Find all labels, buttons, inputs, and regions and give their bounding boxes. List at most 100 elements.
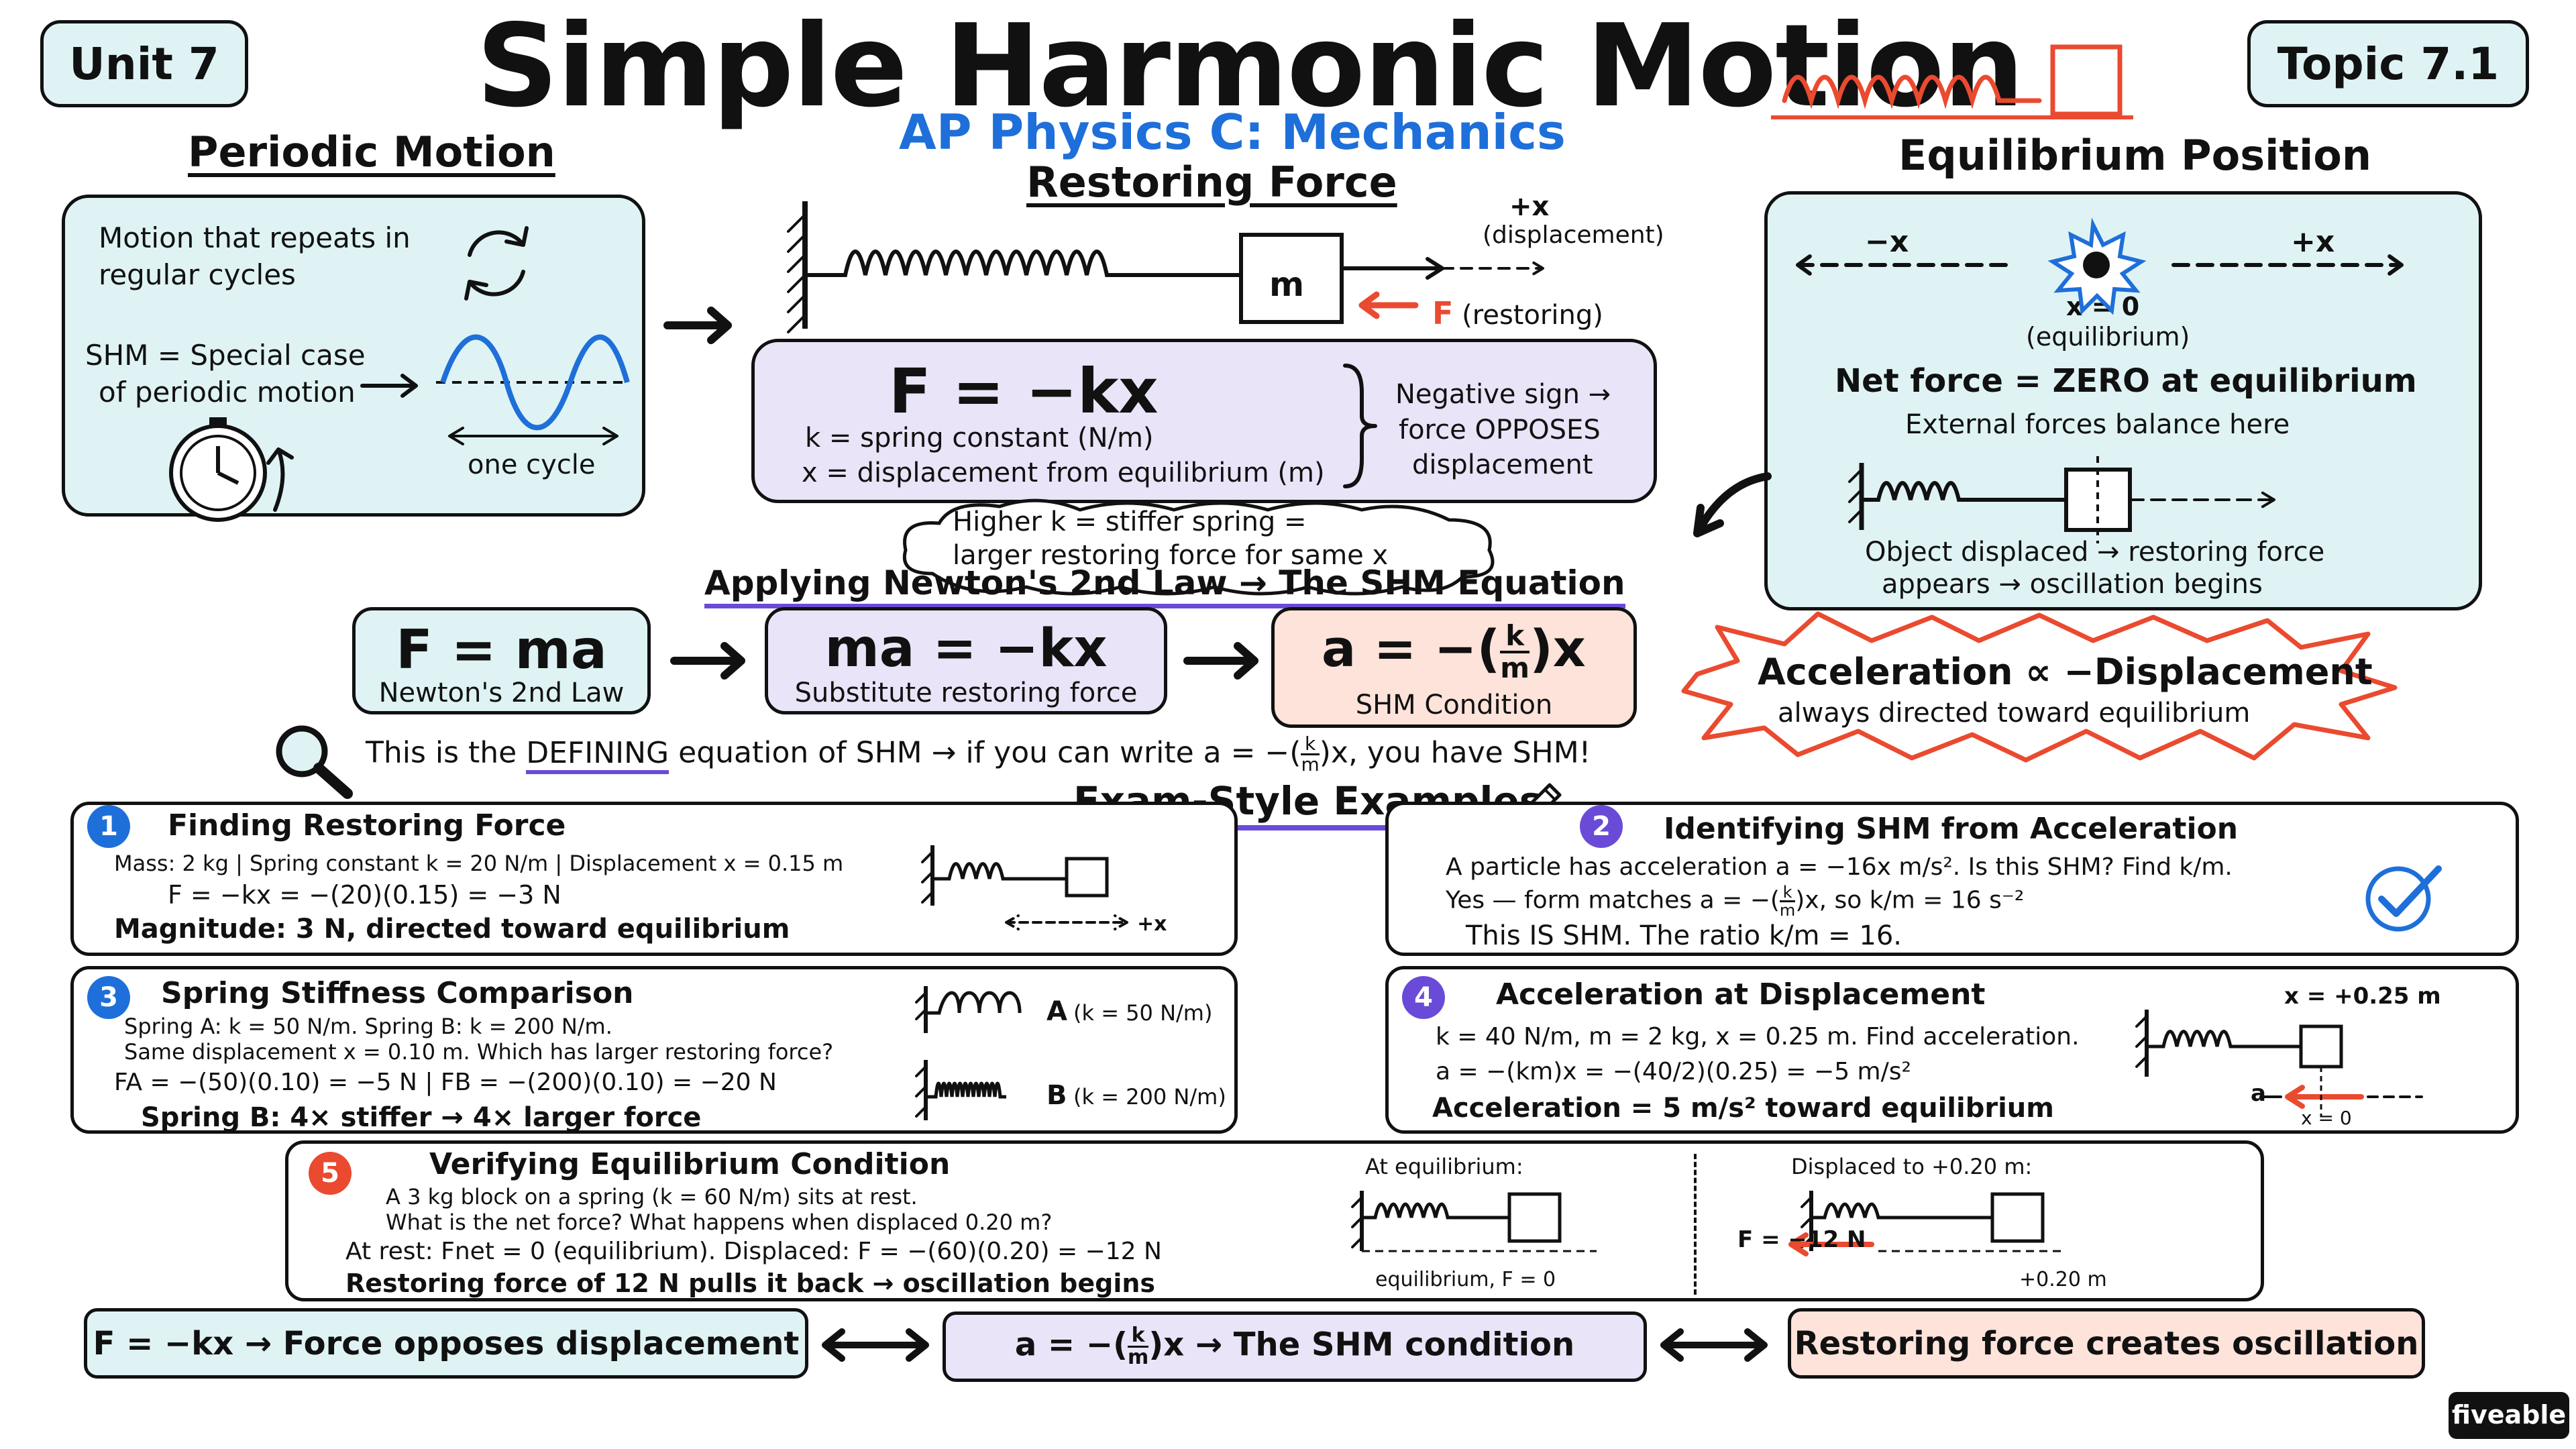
summary-box-3: Restoring force creates oscillation	[1788, 1308, 2425, 1379]
example-5-fig2-title: Displaced to +0.20 m:	[1791, 1154, 2033, 1179]
example-5-line4: Restoring force of 12 N pulls it back → …	[345, 1269, 1156, 1298]
periodic-line1b: regular cycles	[99, 258, 296, 291]
defining-statement: This is the DEFINING equation of SHM → i…	[366, 735, 1591, 774]
example-2-card: 2 Identifying SHM from Acceleration A pa…	[1385, 802, 2519, 956]
neg-sign-c: displacement	[1412, 449, 1593, 480]
spring-mass-diagram	[787, 201, 1544, 333]
example-5-line3: At rest: Fnet = 0 (equilibrium). Displac…	[345, 1238, 1162, 1265]
example-5-fig1-title: At equilibrium:	[1365, 1154, 1523, 1179]
fraction-num: k	[1128, 1326, 1149, 1348]
arrow-eq-to-newton-icon	[1693, 472, 1772, 537]
periodic-motion-heading: Periodic Motion	[188, 127, 555, 176]
restoring-label: (restoring)	[1462, 300, 1603, 331]
example-4-line1: k = 40 N/m, m = 2 kg, x = 0.25 m. Find a…	[1436, 1023, 2080, 1051]
subtitle: AP Physics C: Mechanics	[899, 104, 1566, 160]
example-1-number: 1	[87, 805, 130, 848]
arrow-newton-1-icon	[670, 642, 745, 680]
fraction-den: m	[1128, 1346, 1149, 1369]
restoring-label-wrap: F (restoring)	[1432, 295, 1603, 331]
equilibrium-spring-diagram	[1848, 456, 2275, 543]
example-4-fig-x0: x = 0	[2301, 1107, 2352, 1129]
example-3-title: Spring Stiffness Comparison	[161, 976, 634, 1010]
eq-displaced-a: Object displaced → restoring force	[1865, 537, 2325, 568]
summary-2a: a = −(	[1014, 1326, 1128, 1364]
eq-balance: External forces balance here	[1905, 409, 2290, 440]
example-4-fig-top: x = +0.25 m	[2284, 983, 2441, 1010]
example-3-line1: Spring A: k = 50 N/m. Spring B: k = 200 …	[124, 1014, 612, 1039]
neg-sign-a: Negative sign →	[1395, 379, 1611, 410]
brace-icon	[1343, 364, 1377, 488]
newton-sub: Newton's 2nd Law	[378, 678, 625, 708]
topic-badge: Topic 7.1	[2247, 20, 2529, 107]
spring-a-label: A	[1046, 996, 1067, 1027]
fraction-num: k	[1779, 884, 1796, 902]
example-1-title: Finding Restoring Force	[168, 808, 566, 843]
unit-label: Unit 7	[69, 38, 219, 90]
cloud-line-b: larger restoring force for same x	[953, 540, 1389, 571]
shm-condition-sub: SHM Condition	[1355, 690, 1553, 720]
example-1-fig-label: +x	[1137, 912, 1167, 936]
defining-c: equation of SHM → if you can write a = −…	[678, 735, 1301, 770]
example-4-title: Acceleration at Displacement	[1496, 977, 1986, 1012]
example-4-card: 4 Acceleration at Displacement k = 40 N/…	[1385, 966, 2519, 1134]
spring-doodle-icon	[1771, 44, 2133, 119]
eq-x0-sub: (equilibrium)	[2026, 322, 2190, 352]
eq-plus-x: +x	[2291, 225, 2335, 259]
newton-law-box: F = ma Newton's 2nd Law	[352, 607, 651, 714]
example-4-fig-a: a	[2251, 1080, 2266, 1107]
fraction-den: m	[1500, 651, 1530, 684]
example-5-divider	[1694, 1154, 1697, 1295]
burst-line-a: Acceleration ∝ −Displacement	[1758, 651, 2373, 693]
plus-x-label: +x	[1509, 191, 1550, 222]
example-1-line1: Mass: 2 kg | Spring constant k = 20 N/m …	[114, 851, 844, 876]
magnifier-icon	[276, 725, 353, 799]
substitute-sub: Substitute restoring force	[794, 678, 1138, 708]
hookes-law-equation: F = −kx	[889, 356, 1159, 427]
summary-2b: )x → The SHM condition	[1148, 1326, 1575, 1364]
fraction-num: k	[1500, 621, 1530, 653]
periodic-line2b: of periodic motion	[99, 376, 356, 409]
thought-cloud	[903, 498, 1495, 596]
force-label: F	[1432, 295, 1454, 331]
spring-b-k: (k = 200 N/m)	[1073, 1084, 1226, 1110]
neg-sign-b: force OPPOSES	[1399, 415, 1601, 445]
equilibrium-axis-diagram	[1796, 217, 2404, 315]
fraction-den: m	[1779, 901, 1796, 920]
example-5-fig2-force: F = −12 N	[1737, 1226, 1866, 1253]
displacement-label: (displacement)	[1483, 221, 1664, 249]
example-5-fig2-label: +0.20 m	[2019, 1268, 2107, 1291]
topic-label: Topic 7.1	[2277, 38, 2500, 90]
defining-b: DEFINING	[526, 735, 669, 774]
example-1-spring-fig	[921, 845, 1128, 930]
example-5-title: Verifying Equilibrium Condition	[429, 1147, 951, 1181]
example-1-line2: F = −kx = −(20)(0.15) = −3 N	[168, 880, 561, 910]
fraction-den: m	[1301, 753, 1320, 775]
x-definition: x = displacement from equilibrium (m)	[802, 458, 1325, 488]
burst-shape	[1681, 611, 2398, 763]
example-5-line1: A 3 kg block on a spring (k = 60 N/m) si…	[386, 1184, 918, 1210]
arrow-newton-2-icon	[1183, 642, 1258, 680]
equilibrium-heading: Equilibrium Position	[1898, 131, 2371, 180]
substitute-eq: ma = −kx	[824, 619, 1108, 679]
example-5-card: 5 Verifying Equilibrium Condition A 3 kg…	[285, 1140, 2264, 1301]
summary-3-text: Restoring force creates oscillation	[1794, 1325, 2419, 1362]
example-2-line2b: )x, so k/m = 16 s⁻²	[1795, 886, 2025, 914]
example-3-card: 3 Spring Stiffness Comparison Spring A: …	[70, 966, 1238, 1134]
example-5-fig2	[1788, 1191, 2066, 1256]
example-3-number: 3	[87, 976, 130, 1019]
example-2-line1: A particle has acceleration a = −16x m/s…	[1446, 853, 2233, 881]
brand-label: fiveable	[2451, 1400, 2567, 1430]
eq-minus-x: −x	[1865, 225, 1909, 259]
newton-heading: Applying Newton's 2nd Law → The SHM Equa…	[704, 564, 1625, 608]
shm-eq-part-b: )x	[1529, 619, 1586, 678]
shm-eq-part-a: a = −(	[1322, 619, 1501, 678]
example-3-springs-fig	[915, 986, 1022, 1120]
periodic-motion-card: Motion that repeats in regular cycles SH…	[62, 195, 645, 517]
restoring-force-heading: Restoring Force	[1026, 158, 1397, 207]
